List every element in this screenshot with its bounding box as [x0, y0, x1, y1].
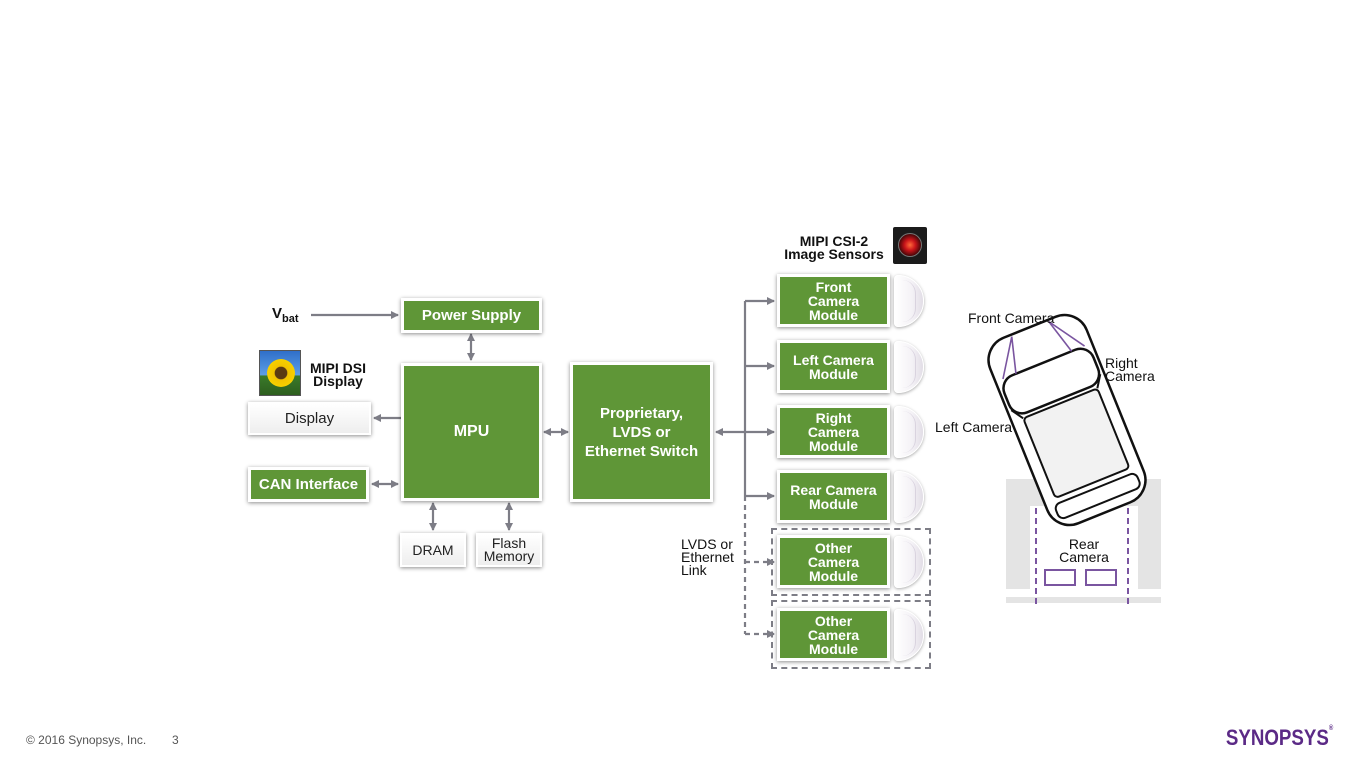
copyright: © 2016 Synopsys, Inc.	[26, 733, 147, 747]
front-camera-label: Front Camera	[968, 310, 1055, 326]
image-sensor-icon	[893, 227, 927, 264]
vbat-label: Vbat	[272, 305, 299, 325]
other-camera-dashed-box	[771, 528, 931, 596]
page-number: 3	[172, 733, 179, 747]
can-interface-block: CAN Interface	[248, 467, 369, 502]
car-illustration	[987, 313, 1161, 604]
mipi-dsi-label: MIPI DSI Display	[309, 360, 366, 389]
power-supply-block: Power Supply	[401, 298, 542, 333]
mpu-block: MPU	[401, 363, 542, 501]
lvds-link-label: LVDS or Ethernet Link	[681, 536, 734, 578]
sunflower-image-icon	[259, 350, 301, 396]
other-camera-dashed-box	[771, 600, 931, 669]
left-camera-label: Left Camera	[935, 419, 1013, 435]
synopsys-logo: SYNOPSYS®	[1225, 725, 1333, 750]
csi2-label: MIPI CSI-2 Image Sensors	[784, 233, 884, 262]
display-block: Display	[248, 402, 371, 435]
switch-block: Proprietary, LVDS or Ethernet Switch	[570, 362, 713, 502]
dram-block: DRAM	[400, 533, 466, 567]
